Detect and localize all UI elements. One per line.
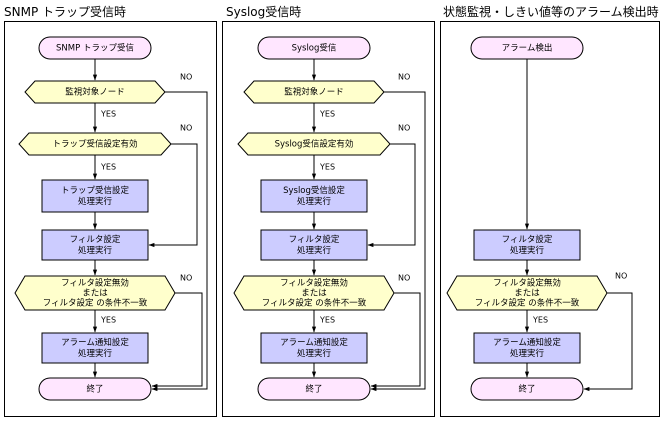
snmp-process-3-line-0: アラーム通知設定 <box>61 337 129 348</box>
syslog-decision-2 <box>237 132 391 156</box>
syslog-process-1-line-0: Syslog受信設定 <box>283 185 345 196</box>
snmp-no-path-2 <box>148 143 198 248</box>
snmp-no-3: NO <box>180 274 192 283</box>
syslog-process-3-line-0: アラーム通知設定 <box>280 337 348 348</box>
alarm-process-2-line-1: 処理実行 <box>510 348 545 359</box>
alarm-yes-1: YES <box>532 316 548 325</box>
syslog-process-2-line-0: フィルタ設定 <box>289 234 340 245</box>
snmp-process-1-line-1: 処理実行 <box>78 196 113 207</box>
syslog-process-3-line-1: 処理実行 <box>297 348 332 359</box>
column-title-snmp: SNMP トラップ受信時 <box>4 5 126 19</box>
syslog-start-label: Syslog受信 <box>292 43 337 54</box>
snmp-decision-2-line-0: トラップ受信設定有効 <box>52 139 137 150</box>
alarm-process-1-line-0: フィルタ設定 <box>502 234 553 245</box>
syslog-decision-1-line-0: 監視対象ノード <box>284 87 344 98</box>
alarm-end-label: 終了 <box>518 384 535 395</box>
alarm-start-label: アラーム検出 <box>502 43 553 54</box>
alarm-process-2 <box>473 332 581 364</box>
alarm-no-1: NO <box>615 272 627 281</box>
alarm-decision-1-line-0: フィルタ設定無効 <box>493 278 561 289</box>
alarm-process-1-line-1: 処理実行 <box>510 245 545 256</box>
snmp-decision-3-line-2: フィルタ設定 の条件不一致 <box>43 298 148 309</box>
snmp-process-1 <box>41 179 149 213</box>
syslog-decision-3-line-2: フィルタ設定 の条件不一致 <box>262 298 367 309</box>
alarm-decision-1-line-1: または <box>514 289 540 299</box>
alarm-process-2-line-0: アラーム通知設定 <box>493 337 561 348</box>
snmp-process-2-line-0: フィルタ設定 <box>70 234 121 245</box>
syslog-no-1: NO <box>398 73 410 82</box>
snmp-decision-2 <box>18 132 172 156</box>
syslog-no-path-3 <box>370 292 421 389</box>
syslog-process-2-line-1: 処理実行 <box>297 245 332 256</box>
syslog-process-1-line-1: 処理実行 <box>297 196 332 207</box>
snmp-decision-3-line-1: または <box>82 289 108 299</box>
syslog-no-2: NO <box>398 124 410 133</box>
syslog-process-1 <box>260 179 368 213</box>
syslog-end <box>257 377 371 401</box>
snmp-process-1-line-0: トラップ受信設定 <box>61 185 130 196</box>
column-title-syslog: Syslog受信時 <box>226 5 302 19</box>
syslog-decision-3-line-0: フィルタ設定無効 <box>280 278 348 289</box>
alarm-decision-1 <box>446 275 608 311</box>
snmp-no-path-3 <box>151 292 203 389</box>
alarm-process-1 <box>473 229 581 261</box>
snmp-process-2-line-1: 処理実行 <box>78 245 113 256</box>
snmp-yes-3: YES <box>100 316 116 325</box>
syslog-decision-3-line-1: または <box>301 289 327 299</box>
alarm-end <box>470 377 584 401</box>
syslog-yes-2: YES <box>319 163 335 172</box>
snmp-process-3-line-1: 処理実行 <box>78 348 113 359</box>
syslog-no-path-2 <box>367 143 416 248</box>
snmp-decision-3 <box>14 275 176 311</box>
snmp-decision-3-line-0: フィルタ設定無効 <box>61 278 129 289</box>
snmp-end <box>38 377 152 401</box>
snmp-start-label: SNMP トラップ受信 <box>56 43 134 54</box>
snmp-yes-1: YES <box>100 110 116 119</box>
syslog-process-2 <box>260 229 368 261</box>
syslog-decision-2-line-0: Syslog受信設定有効 <box>275 139 354 150</box>
syslog-decision-1 <box>243 80 385 104</box>
syslog-process-3 <box>260 332 368 364</box>
syslog-no-path-1 <box>370 91 426 392</box>
snmp-end-label: 終了 <box>86 384 103 395</box>
column-title-alarm: 状態監視・しきい値等のアラーム検出時 <box>443 5 659 19</box>
syslog-yes-3: YES <box>319 316 335 325</box>
syslog-yes-1: YES <box>319 110 335 119</box>
snmp-no-1: NO <box>180 73 192 82</box>
snmp-decision-1-line-0: 監視対象ノード <box>65 87 125 98</box>
alarm-decision-1-line-2: フィルタ設定 の条件不一致 <box>475 298 580 309</box>
snmp-decision-1 <box>24 80 166 104</box>
syslog-end-label: 終了 <box>305 384 322 395</box>
snmp-process-3 <box>41 332 149 364</box>
snmp-no-path-1 <box>151 91 208 392</box>
snmp-no-2: NO <box>180 124 192 133</box>
alarm-no-path-1 <box>583 292 633 392</box>
snmp-yes-2: YES <box>100 163 116 172</box>
syslog-no-3: NO <box>398 274 410 283</box>
syslog-decision-3 <box>233 275 395 311</box>
